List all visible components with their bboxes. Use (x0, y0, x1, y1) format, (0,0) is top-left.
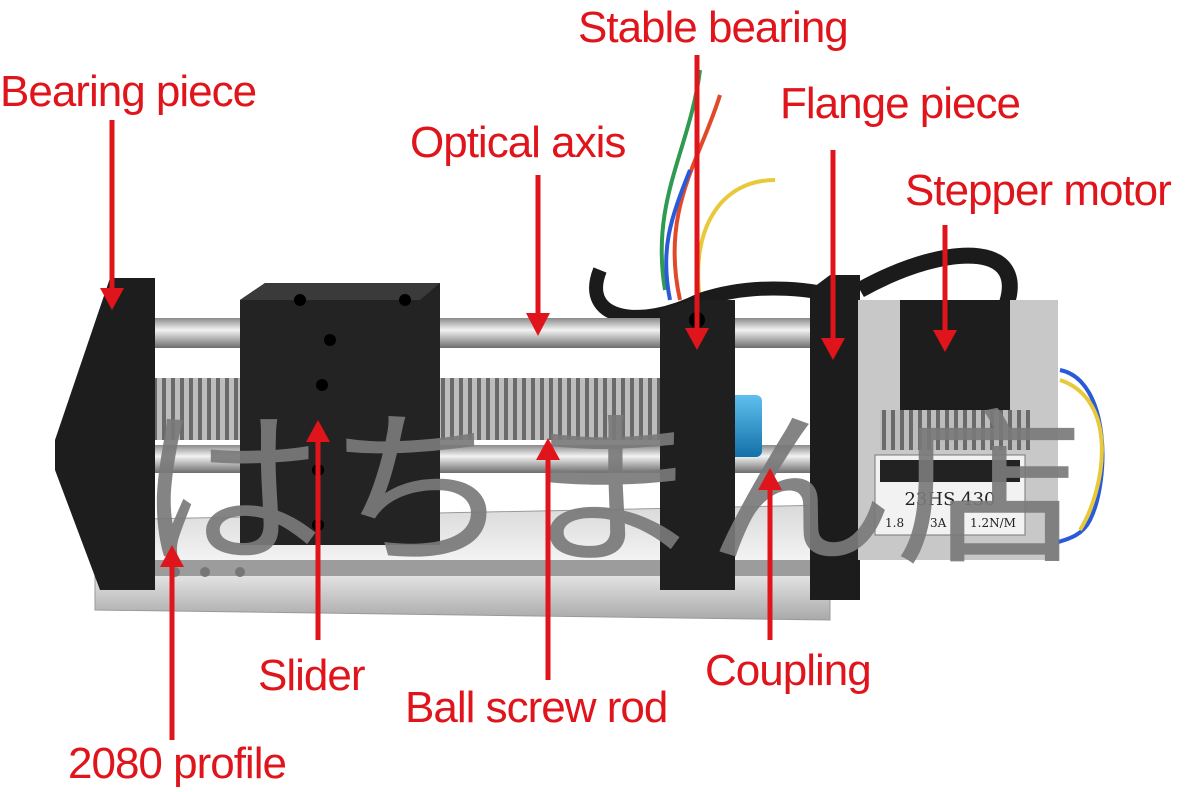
motor-model: 23HS 430 (904, 489, 995, 510)
bearing-piece-block (55, 278, 155, 590)
arrow-optical-axis (526, 175, 550, 336)
arrow-stepper-motor (933, 225, 957, 352)
label-flange-piece: Flange piece (780, 79, 1020, 128)
motor-brand: RATTMMOTO (897, 463, 1004, 481)
label-bearing-piece: Bearing piece (0, 67, 256, 116)
flange-piece-block (810, 275, 860, 600)
arrow-coupling (758, 468, 782, 640)
stepper-motor-body: RATTMMOTO 23HS 430 1.8 3A 1.2N/M (858, 300, 1058, 560)
label-2080-profile: 2080 profile (68, 739, 286, 788)
label-slider: Slider (258, 651, 365, 700)
arrow-flange-piece (821, 150, 845, 360)
arrow-2080-profile (160, 545, 184, 740)
arrow-stable-bearing (685, 55, 709, 350)
motor-spec-current: 3A (930, 516, 947, 530)
label-ball-screw-rod: Ball screw rod (405, 683, 667, 732)
motor-spec-step: 1.8 (885, 516, 904, 530)
arrow-ball-screw-rod (536, 438, 560, 680)
arrow-bearing-piece (100, 120, 124, 310)
label-coupling: Coupling (705, 646, 871, 695)
arrow-slider (306, 420, 330, 640)
label-optical-axis: Optical axis (410, 118, 625, 167)
watermark: はちまん店 (135, 393, 1085, 591)
stable-bearing-block (660, 300, 735, 590)
label-stable-bearing: Stable bearing (578, 3, 848, 52)
label-stepper-motor: Stepper motor (905, 166, 1171, 215)
motor-spec-torque: 1.2N/M (970, 516, 1016, 530)
slider-block (240, 283, 440, 545)
